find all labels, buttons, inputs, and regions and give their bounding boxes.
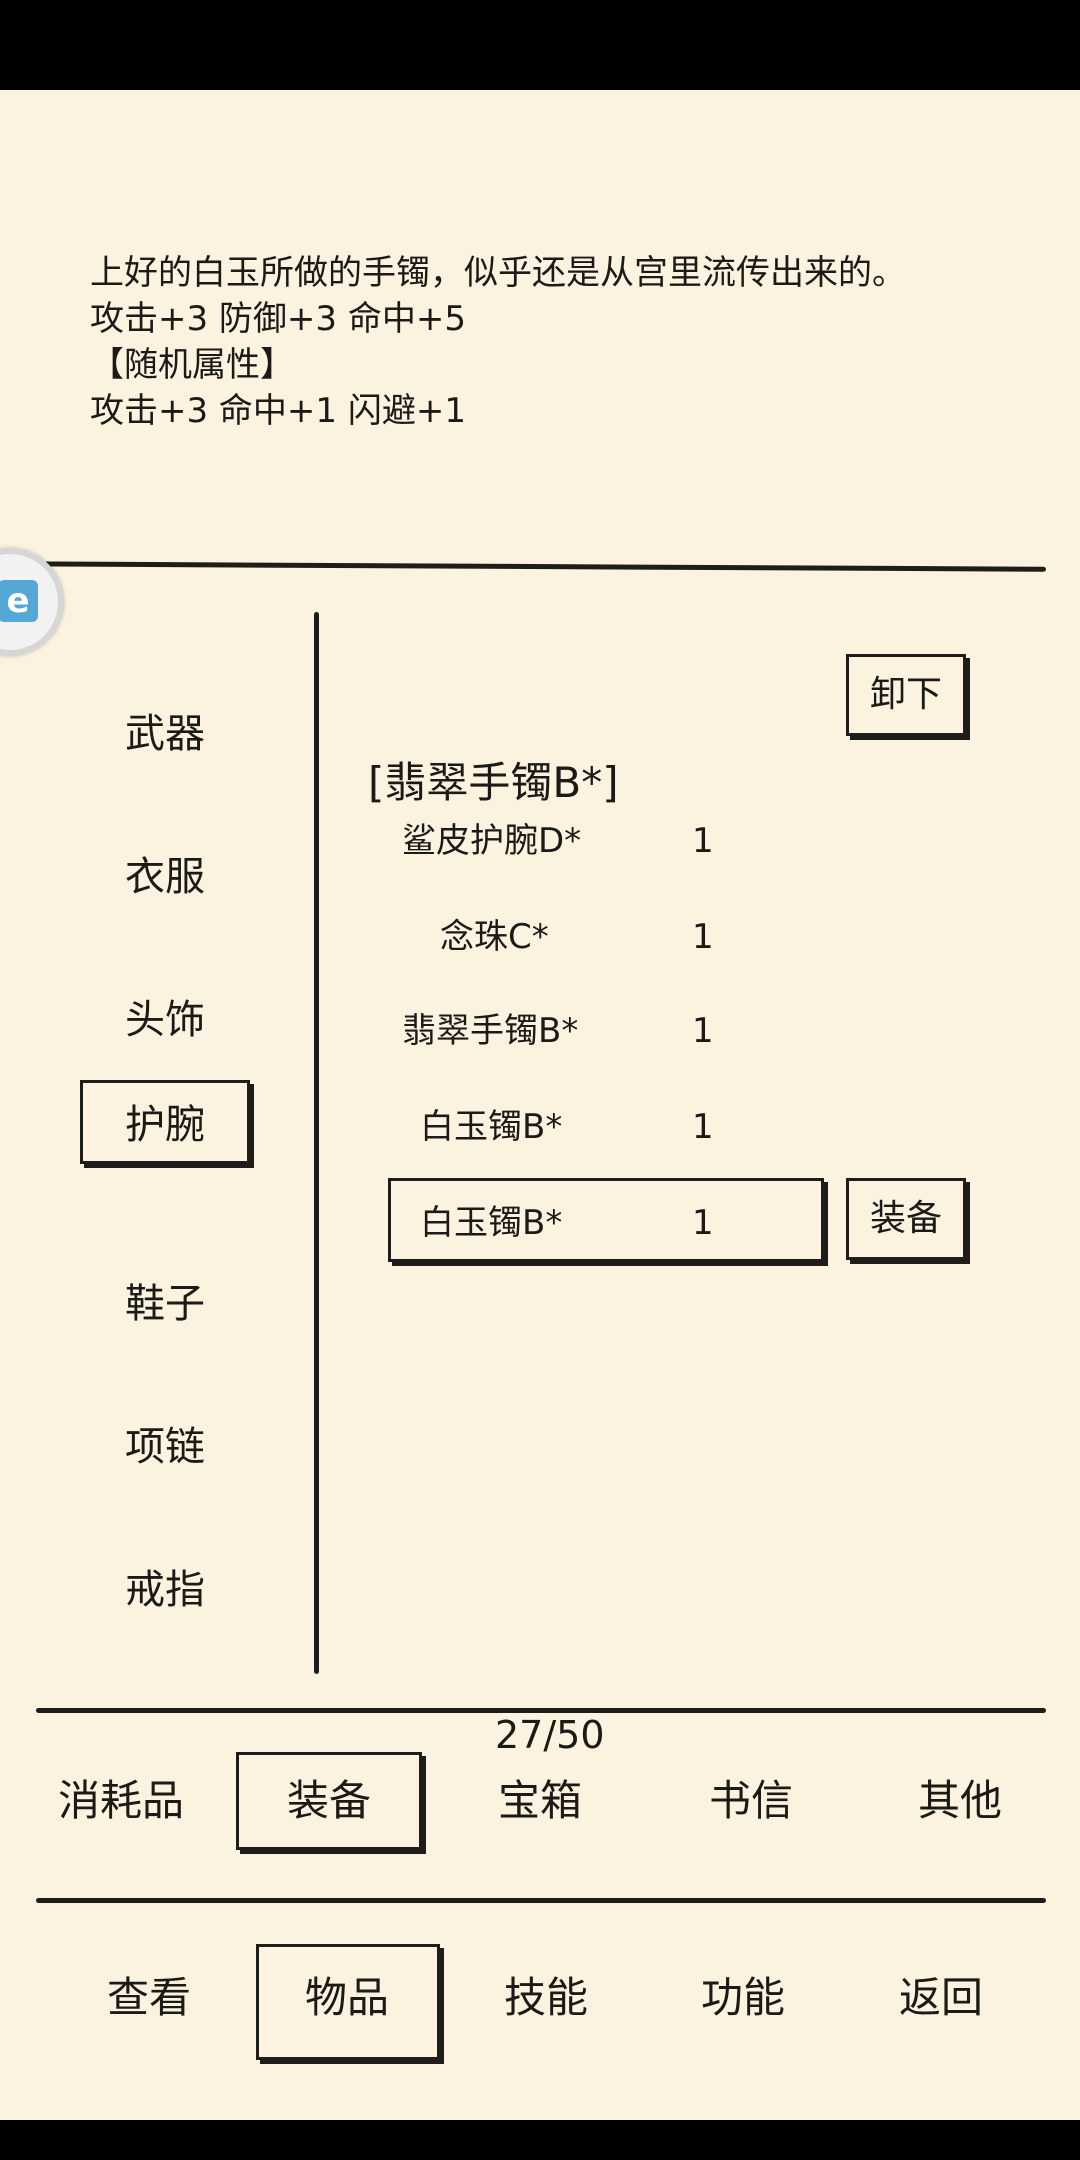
nav-tab-back[interactable]: 返回 bbox=[898, 1973, 983, 2022]
list-item-count: 1 bbox=[692, 1203, 714, 1243]
category-necklace[interactable]: 项链 bbox=[125, 1424, 205, 1470]
bag-tab-equipment[interactable]: 装备 bbox=[286, 1776, 371, 1825]
divider bbox=[36, 1708, 1046, 1713]
divider bbox=[0, 561, 1047, 572]
category-shoes[interactable]: 鞋子 bbox=[125, 1281, 205, 1327]
nav-tab-selected-frame bbox=[256, 1944, 440, 2060]
nav-tab-view[interactable]: 查看 bbox=[106, 1973, 191, 2022]
bag-tab-other[interactable]: 其他 bbox=[917, 1776, 1002, 1825]
game-screen: 上好的白玉所做的手镯，似乎还是从宫里流传出来的。 攻击+3 防御+3 命中+5 … bbox=[0, 90, 1080, 2120]
list-item-name[interactable]: 白玉镯B* bbox=[420, 1203, 563, 1243]
list-item-count: 1 bbox=[692, 821, 714, 861]
list-item-name[interactable]: 念珠C* bbox=[440, 917, 549, 957]
bag-tab-letters[interactable]: 书信 bbox=[708, 1776, 793, 1825]
equip-button[interactable]: 装备 bbox=[846, 1178, 966, 1260]
list-item-name[interactable]: 白玉镯B* bbox=[420, 1107, 563, 1147]
list-item-count: 1 bbox=[692, 917, 714, 957]
assistant-icon: e bbox=[0, 580, 38, 622]
nav-tab-functions[interactable]: 功能 bbox=[700, 1973, 785, 2022]
bag-tab-consumables[interactable]: 消耗品 bbox=[57, 1776, 184, 1825]
description-line: 上好的白玉所做的手镯，似乎还是从宫里流传出来的。 bbox=[90, 253, 906, 293]
description-random-stats: 攻击+3 命中+1 闪避+1 bbox=[90, 391, 466, 431]
bag-tab-selected-frame bbox=[236, 1752, 422, 1850]
divider bbox=[36, 1898, 1046, 1903]
list-item-name[interactable]: 翡翠手镯B* bbox=[402, 1011, 579, 1051]
list-item-name[interactable]: 鲨皮护腕D* bbox=[402, 821, 582, 861]
description-random-header: 【随机属性】 bbox=[90, 345, 294, 385]
selected-item-row[interactable] bbox=[388, 1178, 824, 1262]
bag-tab-chests[interactable]: 宝箱 bbox=[497, 1776, 582, 1825]
item-description: 上好的白玉所做的手镯，似乎还是从宫里流传出来的。 攻击+3 防御+3 命中+5 … bbox=[90, 250, 906, 434]
category-clothes[interactable]: 衣服 bbox=[125, 854, 205, 900]
list-item-count: 1 bbox=[692, 1011, 714, 1051]
category-ring[interactable]: 戒指 bbox=[125, 1567, 205, 1613]
category-headwear[interactable]: 头饰 bbox=[125, 997, 205, 1043]
category-weapon[interactable]: 武器 bbox=[125, 711, 205, 757]
category-divider bbox=[314, 612, 319, 1674]
nav-tab-skills[interactable]: 技能 bbox=[503, 1973, 588, 2022]
page-indicator: 27/50 bbox=[495, 1713, 605, 1757]
nav-tab-items[interactable]: 物品 bbox=[304, 1973, 389, 2022]
category-bracer[interactable]: 护腕 bbox=[80, 1080, 250, 1164]
description-stats: 攻击+3 防御+3 命中+5 bbox=[90, 299, 466, 339]
unequip-button[interactable]: 卸下 bbox=[846, 654, 966, 736]
list-item-count: 1 bbox=[692, 1107, 714, 1147]
equipped-item-name: [翡翠手镯B*] bbox=[368, 758, 619, 807]
